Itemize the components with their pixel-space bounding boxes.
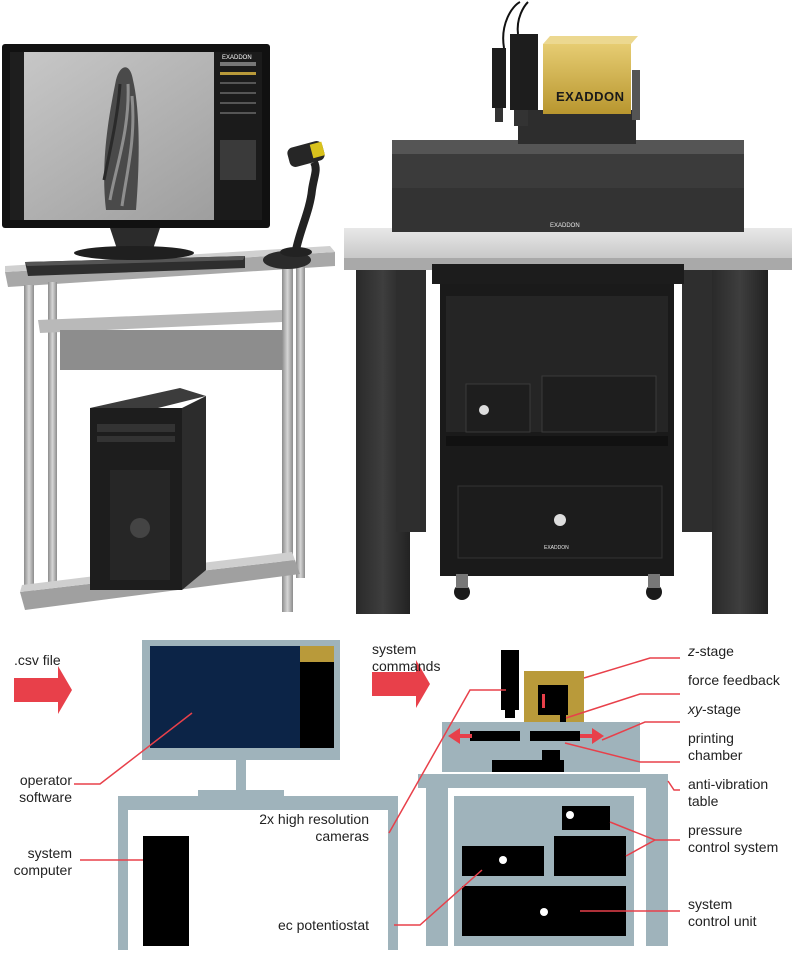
control-rack <box>432 264 684 600</box>
printing-chamber-box <box>392 140 744 232</box>
commands-arrow <box>372 660 430 708</box>
z-stage-label: z-stage <box>688 643 734 659</box>
csv-arrow <box>14 666 72 714</box>
system-commands-label-2: commands <box>372 658 441 674</box>
force-feedback-label: force feedback <box>688 672 780 688</box>
pressure-control-label-1: pressure <box>688 822 743 838</box>
printing-chamber-label-2: chamber <box>688 747 743 763</box>
schematic-printer <box>418 650 668 946</box>
cameras-label-1: 2x high resolution <box>259 811 369 827</box>
pressure-control-label-2: control system <box>688 839 779 855</box>
system-computer-label-2: computer <box>13 862 72 878</box>
system-control-label-2: control unit <box>688 913 757 929</box>
photo-logo-monitor: EXADDON <box>222 55 252 61</box>
system-commands-label-1: system <box>372 641 417 657</box>
system-control-label-1: system <box>688 896 733 912</box>
operator-software-label-2: software <box>19 789 72 805</box>
printing-chamber-label-1: printing <box>688 730 734 746</box>
anti-vibration-label-1: anti-vibration <box>688 776 769 792</box>
ec-potentiostat-label: ec potentiostat <box>277 917 369 933</box>
xy-stage-label: xy-stage <box>688 701 741 717</box>
anti-vibration-label-2: table <box>688 793 719 809</box>
monitor <box>2 44 270 260</box>
printer-legs <box>356 262 768 614</box>
barcode-scanner <box>280 141 325 257</box>
leader-lines <box>74 657 680 926</box>
operator-software-label-1: operator <box>19 772 72 788</box>
keyboard <box>25 256 245 276</box>
schematic-computer <box>143 836 189 946</box>
system-photo <box>2 1 792 614</box>
schematic-monitor <box>142 640 340 796</box>
cameras-label-2: cameras <box>315 828 369 844</box>
system-computer-label-1: system <box>27 845 72 861</box>
schematic-table <box>418 774 668 788</box>
photo-logo-chamber: EXADDON <box>550 223 580 229</box>
schematic-camera <box>501 650 519 710</box>
photo-logo-unit: EXADDON <box>544 545 569 551</box>
csv-file-label: .csv file <box>14 652 61 668</box>
schematic-desk <box>118 796 398 950</box>
photo-logo-zstage: EXADDON <box>556 89 625 104</box>
pc-tower <box>90 388 206 590</box>
z-stage <box>492 1 640 144</box>
